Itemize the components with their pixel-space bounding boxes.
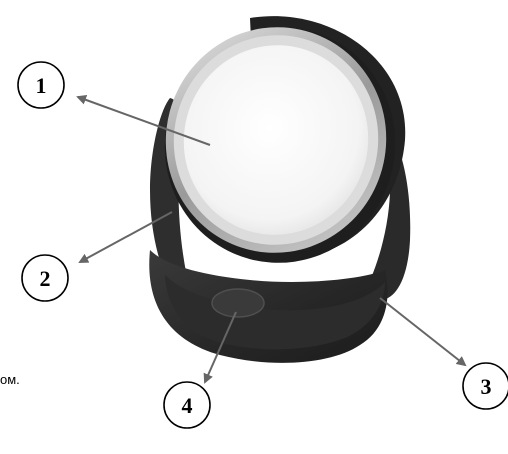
callout-2: 2 (21, 254, 69, 302)
callout-2-label: 2 (40, 266, 51, 291)
callout-3-label: 3 (481, 374, 492, 399)
arrow-4 (203, 311, 237, 384)
arrow-3 (379, 297, 467, 367)
arrow-1 (76, 95, 211, 146)
leader-lines (76, 95, 467, 384)
callout-3: 3 (462, 362, 508, 410)
power-button (211, 288, 265, 318)
cut-off-text: ом. (0, 372, 20, 387)
callout-4: 4 (163, 381, 211, 429)
callout-1-label: 1 (36, 73, 47, 98)
callout-4-label: 4 (182, 393, 193, 418)
mirror-head (164, 27, 396, 263)
mirror-glass (183, 45, 369, 235)
arrow-2 (78, 211, 173, 263)
callout-1: 1 (17, 61, 65, 109)
